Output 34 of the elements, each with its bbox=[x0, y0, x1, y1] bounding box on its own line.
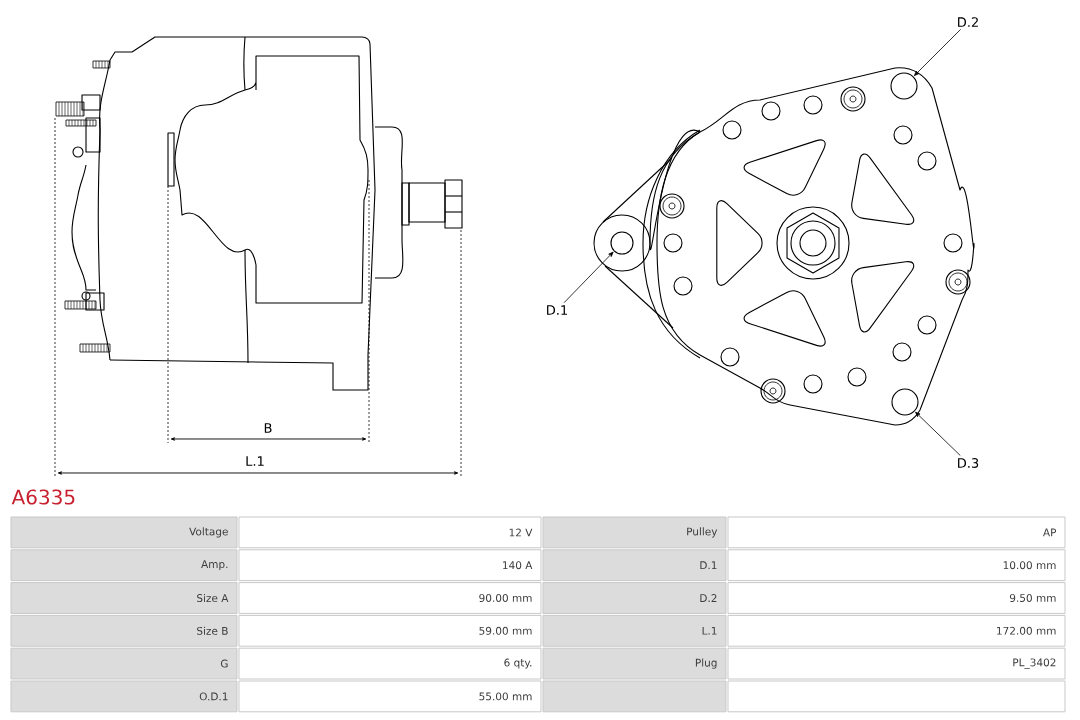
header-cell: L.1 bbox=[542, 614, 727, 647]
leader-line bbox=[563, 251, 614, 304]
leader-line bbox=[915, 411, 961, 456]
value-cell: 55.00 mm bbox=[238, 680, 542, 713]
callout-label: D.1 bbox=[547, 305, 567, 315]
mounting-hole bbox=[610, 231, 634, 255]
callout-label: D.3 bbox=[958, 458, 979, 468]
value-cell: 90.00 mm bbox=[238, 582, 542, 614]
value-cell: 9.50 mm bbox=[727, 582, 1066, 614]
header-cell: Voltage bbox=[10, 516, 238, 549]
header-cell: Plug bbox=[542, 647, 727, 680]
part-number-title: A6335 bbox=[11, 489, 75, 505]
header-cell: Amp. bbox=[10, 549, 238, 582]
mounting-hole bbox=[891, 388, 919, 416]
value-cell: 10.00 mm bbox=[727, 549, 1066, 582]
value-cell: AP bbox=[727, 516, 1066, 549]
value-cell: 172.00 mm bbox=[727, 614, 1066, 647]
value-cell: 59.00 mm bbox=[238, 614, 542, 647]
value-cell: 12 V bbox=[238, 516, 542, 549]
value-cell: 6 qty. bbox=[238, 647, 542, 680]
dimension-label: B bbox=[264, 423, 272, 433]
value-cell: PL_3402 bbox=[727, 647, 1066, 680]
header-cell: Pulley bbox=[542, 516, 727, 549]
header-cell: Size B bbox=[10, 614, 238, 647]
header-cell: D.2 bbox=[542, 582, 727, 614]
callout-label: D.2 bbox=[958, 17, 978, 27]
mounting-hole bbox=[890, 72, 918, 100]
header-cell: Size A bbox=[10, 582, 238, 614]
dimension-label: L.1 bbox=[246, 456, 264, 466]
header-cell: O.D.1 bbox=[10, 680, 238, 713]
header-cell: G bbox=[10, 647, 238, 680]
value-cell: 140 A bbox=[238, 549, 542, 582]
header-cell: D.1 bbox=[542, 549, 727, 582]
leader-line bbox=[914, 28, 962, 76]
